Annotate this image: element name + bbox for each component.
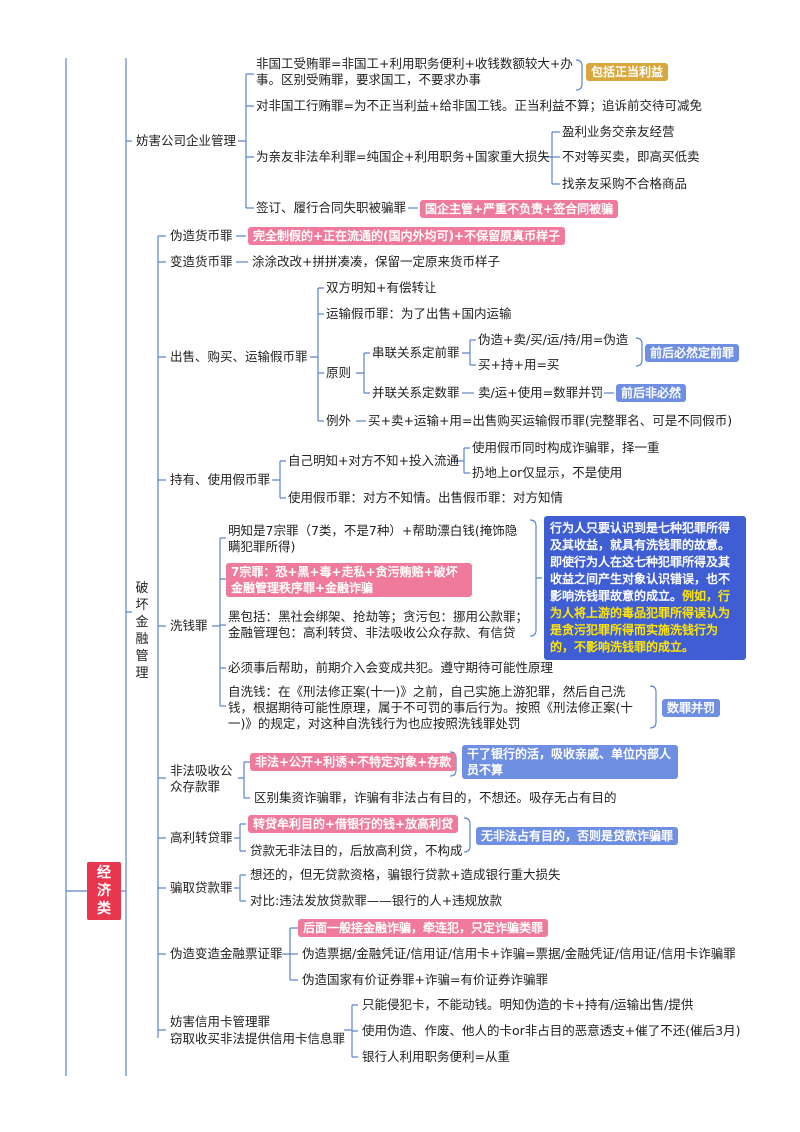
connector bbox=[529, 519, 542, 637]
root-node: 经济类 bbox=[87, 862, 121, 920]
connector bbox=[463, 817, 471, 853]
tag-forge-currency: 完全制假的+正在流通的(国内外均可)+不保留原真币样子 bbox=[248, 227, 566, 245]
connector bbox=[356, 352, 370, 394]
node-deposit-2: 区别集资诈骗罪，诈骗有非法占有目的，不想还。吸存无占有目的 bbox=[254, 790, 617, 805]
tag-illegal-deposit: 非法+公开+利诱+不特定对象+存款 bbox=[250, 753, 457, 771]
node-forge-currency: 伪造货币罪 bbox=[170, 228, 233, 243]
node-usury-relending: 高利转贷罪 bbox=[170, 830, 233, 845]
tag-legit-interest: 包括正当利益 bbox=[586, 63, 669, 81]
node-non-state-bribery: 非国工受贿罪=非国工+利用职务便利+收钱数额较大+办事。区别受贿罪，要求国工，不… bbox=[256, 56, 573, 87]
tag-parallel: 前后非必然 bbox=[616, 384, 687, 402]
connector bbox=[234, 823, 246, 852]
node-serial-relation: 串联关系定前罪 bbox=[372, 345, 460, 360]
tag-multiple-crimes: 数罪并罚 bbox=[662, 699, 721, 717]
node-sell-1: 双方明知+有偿转让 bbox=[326, 280, 437, 295]
node-hold-use: 持有、使用假币罪 bbox=[170, 472, 271, 487]
node-loan-fraud-1: 想还的，但无贷款资格，骗银行贷款+造成银行重大损失 bbox=[250, 867, 561, 882]
connector bbox=[635, 337, 643, 367]
node-credit-card: 妨害信用卡管理罪 bbox=[170, 1014, 271, 1029]
connector bbox=[158, 235, 166, 1031]
tag-serial: 前后必然定前罪 bbox=[645, 344, 740, 362]
tag-usury-relending: 转贷牟利目的+借银行的钱+放高利贷 bbox=[248, 815, 459, 833]
node-hold-1: 自己明知+对方不知+投入流通 bbox=[288, 453, 459, 468]
node-loan-fraud-2: 对比:违法发放贷款罪——银行的人+违规放款 bbox=[250, 893, 503, 908]
connector bbox=[238, 761, 250, 799]
node-relatives-profit-2: 不对等买卖，即高买低卖 bbox=[562, 149, 700, 164]
node-bill-2: 伪造票据/金融凭证/信用证/信用卡+诈骗=票据/金融凭证/信用证/信用卡诈骗罪 bbox=[302, 946, 736, 961]
connector bbox=[649, 685, 657, 729]
node-launder-5: 自洗钱：在《刑法修正案(十一)》之前，自己实施上游犯罪，然后自己洗钱，根据期待可… bbox=[228, 684, 633, 731]
node-card-2: 使用伪造、作废、他人的卡or非占目的恶意透支+催了不还(催后3月) bbox=[362, 1023, 741, 1038]
note-launder-intent: 行为人只要认识到是七种犯罪所得及其收益，就具有洗钱罪的故意。即使行为人在这七种犯… bbox=[544, 516, 746, 660]
connector bbox=[544, 131, 560, 185]
node-parallel-1: 卖/运+使用=数罪并罚 bbox=[478, 385, 604, 400]
section-company-title: 妨害公司企业管理 bbox=[136, 133, 237, 148]
node-contract-fraud: 签订、履行合同失职被骗罪 bbox=[256, 200, 407, 215]
node-sell-2: 运输假币罪：为了出售+国内运输 bbox=[326, 306, 512, 321]
node-sell-principle: 原则 bbox=[326, 365, 352, 380]
connector bbox=[310, 287, 324, 422]
node-bill-3: 伪造国家有价证券罪+诈骗=有价证券诈骗罪 bbox=[302, 972, 548, 987]
node-loan-2: 贷款无非法目的，后放高利贷，不构成 bbox=[250, 843, 463, 858]
section-finance-title: 破坏金融管理 bbox=[135, 581, 149, 681]
note-deposit: 干了银行的活，吸收亲戚、单位内部人员不算 bbox=[462, 745, 678, 779]
connector bbox=[238, 73, 254, 209]
node-serial-2: 买+持+用=买 bbox=[478, 357, 560, 372]
tag-contract-fraud: 国企主管+严重不负责+签合同被骗 bbox=[420, 200, 619, 218]
node-relatives-profit: 为亲友非法牟利罪=纯国企+利用职务+国家重大损失 bbox=[256, 149, 550, 164]
node-launder-3: 黑包括：黑社会绑架、抢劫等；贪污包：挪用公款罪；金融管理包：高利转贷、非法吸收公… bbox=[228, 609, 529, 640]
connector bbox=[575, 59, 583, 91]
node-loan-fraud: 骗取贷款罪 bbox=[170, 880, 233, 895]
node-bribe-non-state: 对非国工行贿罪=为不正当利益+给非国工钱。正当利益不算；追诉前交待可减免 bbox=[256, 98, 702, 113]
node-sell-exception-desc: 买+卖+运输+用=出售购买运输假币罪(完整罪名、可是不同假币) bbox=[368, 413, 733, 428]
node-money-laundering: 洗钱罪 bbox=[170, 618, 208, 633]
node-parallel-relation: 并联关系定数罪 bbox=[372, 385, 460, 400]
connector bbox=[212, 537, 226, 707]
node-credit-card-info: 窃取收买非法提供信用卡信息罪 bbox=[170, 1031, 346, 1046]
node-hold-1a: 使用假币同时构成诈骗罪，择一重 bbox=[472, 440, 660, 455]
node-sell-counterfeit: 出售、购买、运输假币罪 bbox=[170, 349, 308, 364]
tag-seven-crimes: 7宗罪：恐+黑+毒+走私+贪污贿赂+破坏金融管理秩序罪+金融诈骗 bbox=[226, 563, 472, 597]
connector bbox=[282, 927, 298, 981]
note-launder-intent-text: 行为人只要认识到是七种犯罪所得及其收益，就具有洗钱罪的故意。即使行为人在这七种犯… bbox=[550, 521, 731, 603]
note-loan: 无非法占有目的，否则是贷款诈骗罪 bbox=[476, 827, 679, 845]
node-launder-1: 明知是7宗罪（7类，不是7种）+帮助漂白钱(掩饰隐瞒犯罪所得) bbox=[228, 523, 518, 554]
connector bbox=[344, 1004, 358, 1058]
tag-financial-instrument: 后面一般接金融诈骗，牵连犯，只定诈骗类罪 bbox=[298, 919, 549, 937]
node-sell-exception: 例外 bbox=[326, 413, 352, 428]
node-alter-desc: 涂涂改改+拼拼凑凑，保留一定原来货币样子 bbox=[252, 254, 500, 269]
node-alter-currency: 变造货币罪 bbox=[170, 254, 233, 269]
node-launder-4: 必须事后帮助，前期介入会变成共犯。遵守期待可能性原理 bbox=[228, 660, 554, 675]
node-hold-2: 使用假币罪：对方不知情。出售假币罪：对方知情 bbox=[288, 490, 564, 505]
node-card-1: 只能侵犯卡，不能动钱。明知伪造的卡+持有/运输出售/提供 bbox=[362, 997, 694, 1012]
note-launder-example: 例如，行为人将上游的毒品犯罪所得误认为是贪污犯罪所得而实施洗钱行为的，不影响洗钱… bbox=[550, 589, 731, 654]
node-hold-1b: 扔地上or仅显示，不是使用 bbox=[472, 465, 623, 480]
node-relatives-profit-3: 找亲友采购不合格商品 bbox=[562, 176, 688, 191]
connector bbox=[234, 874, 246, 902]
connector bbox=[456, 447, 470, 474]
node-serial-1: 伪造+卖/买/运/持/用=伪造 bbox=[478, 332, 629, 347]
node-financial-instrument: 伪造变造金融票证罪 bbox=[170, 946, 283, 961]
node-card-3: 银行人利用职务便利=从重 bbox=[362, 1049, 510, 1064]
node-illegal-deposit: 非法吸收公众存款罪 bbox=[170, 763, 233, 794]
root-label: 经济类 bbox=[97, 865, 111, 917]
connector bbox=[462, 339, 476, 366]
connector bbox=[272, 460, 286, 499]
node-relatives-profit-1: 盈利业务交亲友经营 bbox=[562, 124, 675, 139]
